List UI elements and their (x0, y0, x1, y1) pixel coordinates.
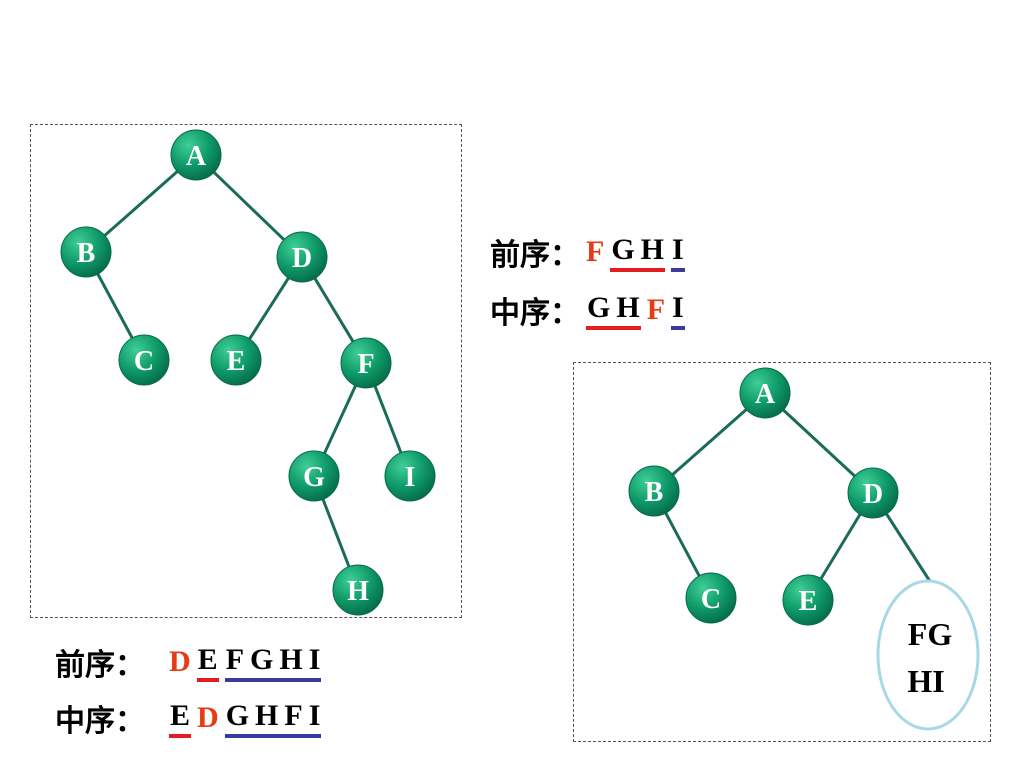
left-node-F-label: F (357, 349, 374, 380)
left-node-B-circle (60, 226, 112, 278)
right-node-A-circle (739, 367, 791, 419)
bl-pre-token: F (225, 642, 245, 676)
subtree-fghi-oval (876, 579, 980, 731)
left-node-A: A (170, 129, 222, 181)
left-edge-D-E (247, 275, 291, 342)
left-node-I-circle (384, 450, 436, 502)
left-node-E: E (210, 334, 262, 386)
left-node-F: F (340, 337, 392, 389)
left-node-D-circle (276, 231, 328, 283)
left-node-H-label: H (347, 576, 369, 607)
bl-inorder-label: 中序： (55, 704, 145, 739)
bl-in-root: D (197, 701, 219, 734)
tr-pre-token: I (672, 232, 684, 266)
left-node-C-circle (118, 334, 170, 386)
right-node-D-circle (847, 467, 899, 519)
left-tree-frame (30, 124, 462, 618)
bl-preorder-line: 前序： D E F G H I (55, 642, 327, 683)
left-edge-A-B (102, 169, 180, 238)
right-node-C: C (685, 572, 737, 624)
left-node-E-circle (210, 334, 262, 386)
tr-in-root: F (646, 293, 666, 326)
right-node-D: D (847, 467, 899, 519)
subtree-label-line1: FG (908, 616, 953, 652)
tr-pre-token: H (640, 232, 665, 266)
bl-in-right-group: G H F I (224, 698, 322, 738)
bl-pre-token: E (197, 642, 218, 676)
right-node-E-label: E (799, 586, 818, 617)
right-edge-B-C (663, 510, 702, 579)
right-edge-A-B (670, 407, 749, 477)
left-node-D: D (276, 231, 328, 283)
bl-preorder-label: 前序： (55, 648, 145, 683)
right-node-E: E (782, 574, 834, 626)
right-node-B: B (628, 465, 680, 517)
left-edge-F-I (372, 383, 404, 456)
right-node-D-label: D (863, 479, 883, 510)
tr-in-token: H (616, 290, 640, 324)
right-node-A-label: A (755, 379, 776, 410)
bl-in-token: F (284, 698, 303, 732)
left-node-B: B (60, 226, 112, 278)
left-edge-D-F (312, 275, 356, 345)
bl-pre-token: H (279, 642, 303, 676)
tr-pre-token: G (611, 232, 635, 266)
left-edge-B-C (95, 271, 135, 341)
tr-inorder-line: 中序： G H F I (490, 290, 691, 331)
bl-in-token: H (255, 698, 279, 732)
bl-in-token: G (225, 698, 250, 732)
left-node-A-label: A (186, 141, 207, 172)
left-edge-F-G (322, 383, 358, 456)
bl-pre-left-group: E (196, 642, 219, 682)
right-edge-A-D (780, 407, 858, 479)
left-node-A-circle (170, 129, 222, 181)
right-node-E-circle (782, 574, 834, 626)
right-node-A: A (739, 367, 791, 419)
left-node-C-label: C (134, 346, 154, 377)
tr-in-token: I (672, 290, 684, 324)
bl-pre-token: G (250, 642, 274, 676)
left-node-F-circle (340, 337, 392, 389)
right-node-C-label: C (701, 584, 721, 615)
bl-pre-root: D (169, 645, 191, 678)
tr-pre-right-group: I (671, 233, 685, 272)
left-node-D-label: D (292, 243, 312, 274)
left-node-G-circle (288, 450, 340, 502)
left-node-C: C (118, 334, 170, 386)
tr-preorder-line: 前序： F G H I (490, 232, 691, 273)
left-node-G: G (288, 450, 340, 502)
right-node-B-circle (628, 465, 680, 517)
right-tree-frame (573, 362, 991, 742)
left-node-I-label: I (405, 462, 416, 493)
left-edge-G-H (320, 496, 352, 570)
right-node-B-label: B (645, 477, 664, 508)
tr-in-right-group: I (671, 291, 685, 330)
left-edge-A-D (211, 169, 287, 243)
right-node-C-circle (685, 572, 737, 624)
bl-in-left-group: E (169, 698, 192, 738)
left-node-H-circle (332, 564, 384, 616)
bl-pre-right-group: F G H I (224, 642, 322, 682)
left-node-I: I (384, 450, 436, 502)
tr-preorder-label: 前序： (490, 238, 580, 273)
subtree-label-line2: HI (907, 663, 944, 699)
bl-in-token: I (308, 698, 321, 732)
right-edge-D-E (818, 511, 863, 582)
bl-in-token: E (170, 698, 191, 732)
tr-in-left-group: G H (586, 291, 641, 330)
tr-in-token: G (587, 290, 611, 324)
left-node-E-label: E (227, 346, 246, 377)
left-node-G-label: G (303, 462, 325, 493)
tr-inorder-label: 中序： (490, 296, 580, 331)
left-node-B-label: B (77, 238, 96, 269)
tr-pre-left-group: G H (610, 232, 666, 272)
left-node-H: H (332, 564, 384, 616)
bl-pre-token: I (308, 642, 321, 676)
right-edge-D-subtree (884, 511, 933, 584)
bl-inorder-line: 中序： E D G H F I (55, 698, 327, 739)
tr-pre-root: F (586, 235, 605, 268)
